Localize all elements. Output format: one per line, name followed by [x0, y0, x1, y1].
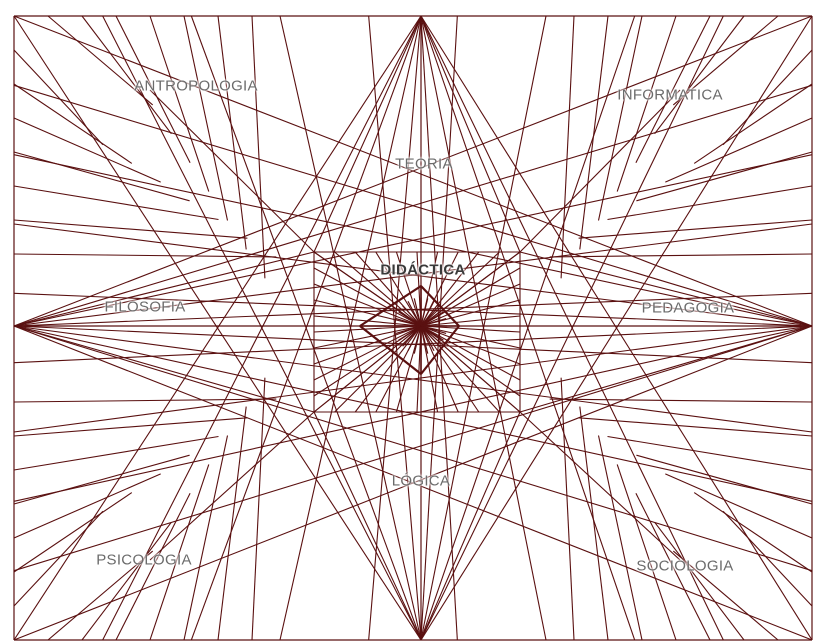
- pattern-line: [550, 399, 812, 402]
- pattern-line: [218, 16, 246, 249]
- pattern-line: [520, 326, 812, 412]
- pattern-line: [580, 16, 608, 249]
- pattern-line: [550, 254, 812, 257]
- pattern-line: [14, 152, 190, 201]
- pattern-line: [14, 50, 103, 145]
- pattern-line: [314, 16, 421, 252]
- pattern-line: [520, 90, 680, 252]
- pattern-line: [723, 511, 812, 606]
- label-antropologia: ANTROPOLOGIA: [134, 78, 258, 95]
- pattern-line: [314, 284, 421, 326]
- diagram-lines: [14, 16, 812, 640]
- pattern-line: [561, 16, 574, 278]
- label-teoria: TEORIA: [395, 156, 453, 173]
- label-sociologia: SOCIOLOGIA: [636, 558, 733, 575]
- pattern-line: [82, 522, 171, 640]
- pattern-line: [636, 152, 812, 201]
- pattern-line: [82, 16, 171, 134]
- pattern-line: [14, 437, 219, 471]
- pattern-line: [314, 326, 421, 412]
- pattern-line: [14, 220, 247, 238]
- pattern-line: [723, 50, 812, 145]
- pattern-line: [579, 220, 812, 238]
- label-informatica: INFORMATICA: [617, 87, 723, 104]
- pattern-line: [599, 436, 643, 641]
- label-psicologia: PSICOLOGIA: [96, 552, 192, 569]
- pattern-line: [355, 326, 421, 412]
- pattern-line: [252, 378, 265, 640]
- pattern-line: [14, 186, 219, 220]
- pattern-line: [14, 399, 276, 402]
- pattern-line: [150, 90, 314, 252]
- pattern-line: [421, 284, 520, 326]
- label-filosofia: FILOSOFIA: [104, 299, 185, 316]
- pattern-line: [14, 254, 276, 257]
- pattern-line: [580, 407, 608, 640]
- pattern-line: [561, 378, 574, 640]
- pattern-line: [599, 16, 643, 221]
- label-didactica: DIDÁCTICA: [380, 262, 465, 279]
- pattern-line: [14, 84, 132, 163]
- pattern-line: [184, 16, 228, 221]
- label-pedagogia: PEDAGOGIA: [642, 300, 735, 317]
- pattern-line: [14, 455, 190, 504]
- pattern-line: [636, 455, 812, 504]
- pattern-line: [655, 522, 744, 640]
- pattern-line: [14, 511, 103, 606]
- pattern-line: [421, 412, 520, 640]
- pattern-line: [421, 16, 520, 252]
- pattern-line: [184, 436, 228, 641]
- pattern-line: [252, 16, 265, 278]
- pattern-line: [14, 326, 314, 412]
- pattern-line: [655, 16, 744, 134]
- pattern-line: [218, 407, 246, 640]
- label-logica: LÓGICA: [392, 473, 450, 490]
- pattern-line: [314, 326, 421, 380]
